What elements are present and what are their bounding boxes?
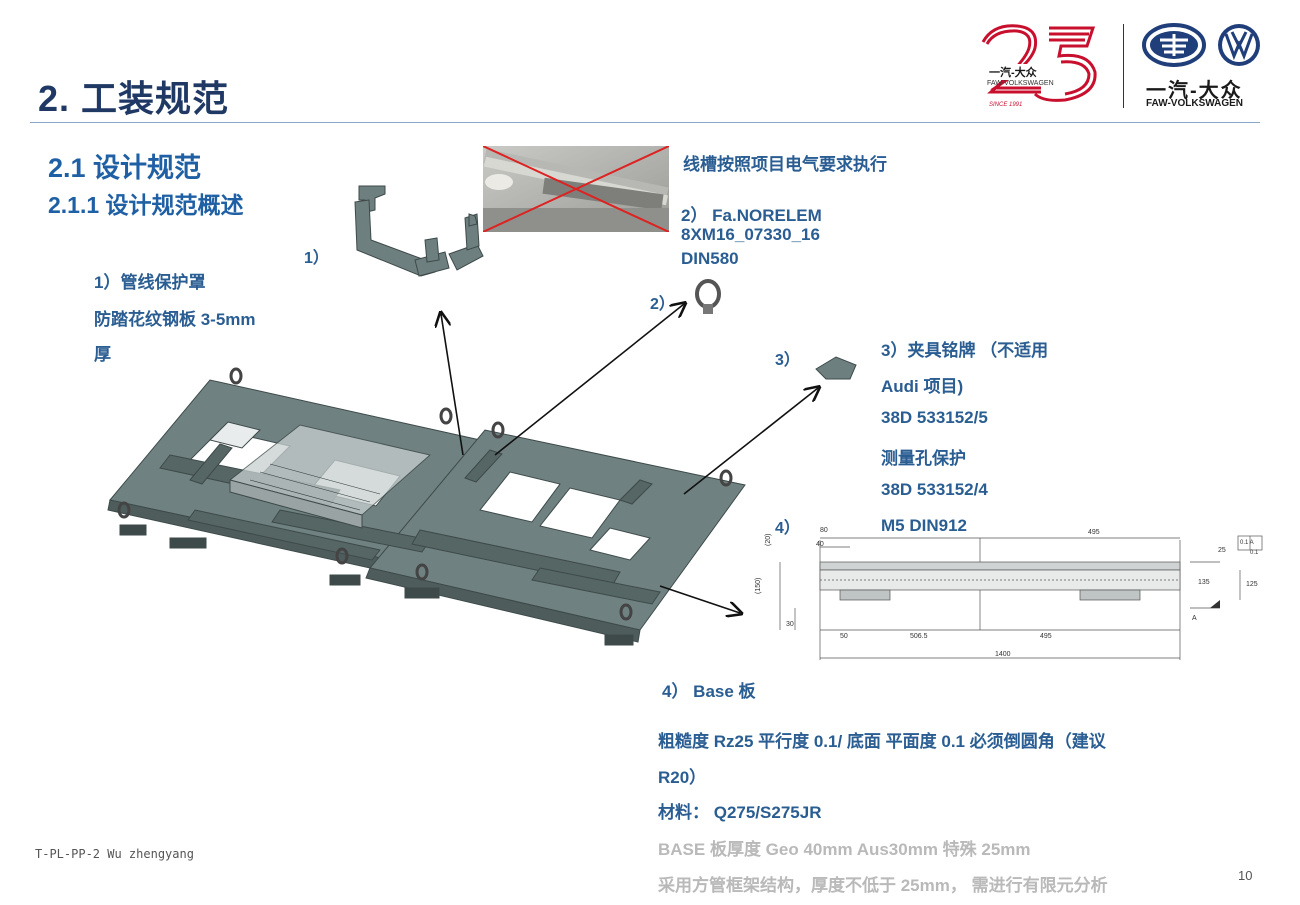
item1-line1: 1）管线保护罩 [94,273,206,292]
subsection-heading: 2.1.1 设计规范概述 [48,192,244,218]
dim-tol1: 0.1 A [1240,540,1254,546]
dim-20: (20) [765,534,772,546]
item3-line5: 38D 533152/4 [881,480,988,499]
item4-line3: 材料： Q275/S275JR [658,803,822,822]
item4-line5: 采用方管框架结构，厚度不低于 25mm， 需进行有限元分析 [658,876,1108,895]
item2-line3: DIN580 [681,249,739,268]
dim-25: 25 [1218,547,1226,554]
item3-line2: Audi 项目) [881,377,964,396]
logo-en: FAW-VOLKSWAGEN [1146,98,1244,109]
logo-separator [1123,24,1124,108]
cable-tray-photo [483,146,669,232]
pipe-cover-part [345,180,505,280]
item4-line4: BASE 板厚度 Geo 40mm Aus30mm 特殊 25mm [658,840,1031,859]
dim-125: 125 [1246,581,1258,588]
item1-marker: 1） [304,250,329,267]
logo-brand-small: FAW-VOLKSWAGEN [987,80,1054,87]
lifting-eye-icon [690,278,726,318]
logo-anniv-cn: 一汽-大众 [987,64,1039,80]
dim-495-top: 495 [1088,529,1100,536]
dim-495-bot: 495 [1040,633,1052,640]
dim-tol2: 0.1 [1250,550,1259,556]
dim-30: 30 [786,621,794,628]
dim-1400: 1400 [995,651,1011,658]
item2-marker: 2） [650,296,675,313]
dim-80: 80 [820,527,828,534]
dim-50: 50 [840,633,848,640]
title-divider [30,122,1260,123]
section-heading: 2.1 设计规范 [48,153,202,183]
item3-line4: 测量孔保护 [881,449,966,468]
datum-a: A [1192,615,1197,622]
footer-author: T-PL-PP-2 Wu zhengyang [35,847,194,861]
dim-135: 135 [1198,579,1210,586]
dim-506: 506.5 [910,633,928,640]
page-number: 10 [1238,868,1253,883]
anniversary-logo: 一汽-大众 FAW-VOLKSWAGEN SINCE 1991 [965,20,1105,110]
faw-logo-icon [1142,23,1206,67]
logo-cn: 一汽-大众 [1146,80,1243,102]
item1-line3: 厚 [94,345,111,364]
item4-title: 4） Base 板 [662,682,756,701]
item3-marker: 3） [775,352,800,369]
page-title: 2. 工装规范 [38,78,230,119]
item2-line1: 2） Fa.NORELEM [681,206,822,225]
item3-line6: M5 DIN912 [881,516,967,535]
item1-line2: 防踏花纹钢板 3-5mm [94,310,256,329]
vw-logo-icon [1218,24,1260,66]
faw-vw-logo: 一汽-大众 FAW-VOLKSWAGEN [1140,20,1265,112]
nameplate-icon [812,355,858,383]
item3-line3: 38D 533152/5 [881,408,988,427]
cable-tray-note: 线槽按照项目电气要求执行 [683,155,887,174]
item4-marker: 4） [775,520,800,537]
item4-line1: 粗糙度 Rz25 平行度 0.1/ 底面 平面度 0.1 必须倒圆角（建议 [658,732,1106,751]
item4-line2: R20） [658,768,707,787]
item2-line2: 8XM16_07330_16 [681,225,820,244]
item3-line1: 3）夹具铭牌 （不适用 [881,341,1049,360]
dim-150: (150) [755,578,762,594]
fixture-base-render [100,360,750,660]
logo-since: SINCE 1991 [989,102,1023,108]
base-plate-technical-drawing: 80 40 495 (20) (150) 30 50 506.5 495 140… [750,520,1270,670]
dim-40: 40 [816,541,824,548]
